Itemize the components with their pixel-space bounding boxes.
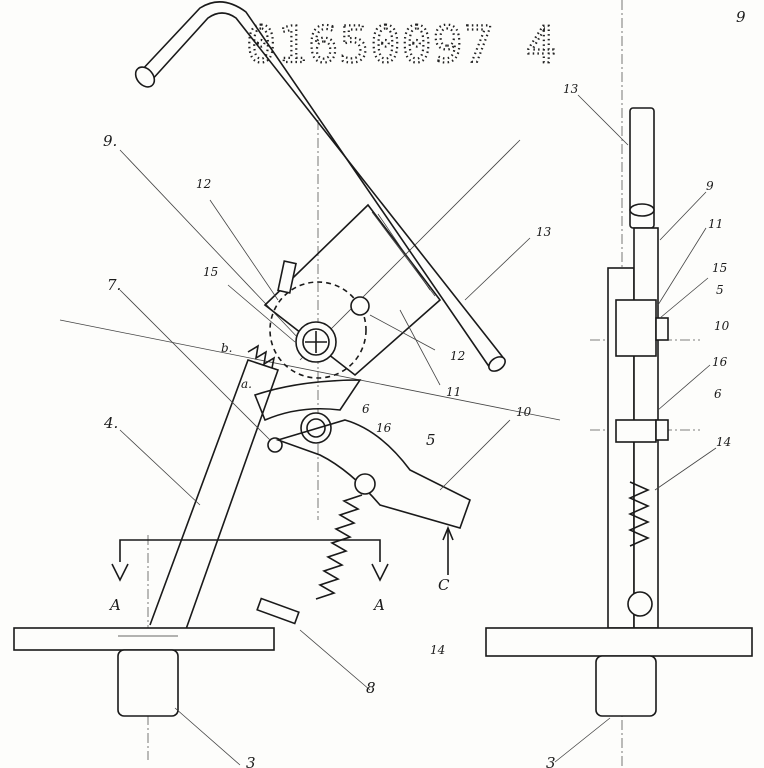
base-spigot xyxy=(117,649,179,717)
leader-15-side xyxy=(659,277,709,319)
label-3-side: 3 xyxy=(546,754,556,768)
leader-13 xyxy=(464,237,531,301)
page-number: 9 xyxy=(736,8,746,26)
label-11: 11 xyxy=(446,385,461,399)
label-8: 8 xyxy=(366,679,376,697)
leader-8 xyxy=(299,629,371,691)
main-column xyxy=(149,358,280,633)
compression-spring xyxy=(315,494,363,600)
section-arrow xyxy=(111,563,129,582)
spring-side xyxy=(628,481,650,547)
leader-3-side xyxy=(554,717,611,763)
base-plate xyxy=(13,627,275,651)
leader-9-side xyxy=(659,191,707,241)
leader-3 xyxy=(174,707,241,766)
leader-15 xyxy=(227,284,296,343)
label-5-side: 5 xyxy=(716,283,724,297)
label-6: 6 xyxy=(362,402,370,416)
label-10-side: 10 xyxy=(714,319,730,333)
base-plate-side xyxy=(485,627,753,657)
label-11-side: 11 xyxy=(708,217,723,231)
label-a-left: A xyxy=(108,596,121,614)
label-12: 12 xyxy=(196,177,211,191)
label-9-side: 9 xyxy=(706,179,714,193)
leader-10 xyxy=(439,419,511,491)
spring-anchor-side xyxy=(627,591,653,617)
side-view: 13 9 11 15 5 10 16 6 14 3 xyxy=(485,0,753,768)
pedal-lever xyxy=(275,419,471,529)
pivot-pin-6 xyxy=(655,419,669,441)
pivot-pin-5 xyxy=(655,317,669,341)
leader-11-side xyxy=(657,227,707,306)
label-10: 10 xyxy=(516,405,532,419)
stop-pin xyxy=(267,437,283,453)
leader-11 xyxy=(399,309,441,386)
label-15-side: 15 xyxy=(712,261,727,275)
label-15: 15 xyxy=(203,265,218,279)
label-5: 5 xyxy=(426,431,436,449)
handle-end-cap xyxy=(134,66,156,88)
label-b: b. xyxy=(221,341,233,355)
leader-13-side xyxy=(577,94,629,146)
label-16: 16 xyxy=(376,421,392,435)
leader-12 xyxy=(209,199,279,301)
leader-7 xyxy=(119,289,271,441)
handle-tube-edge xyxy=(139,1,491,369)
pivot-16-ring xyxy=(306,418,326,438)
leader-12r xyxy=(369,314,436,351)
spring-anchor xyxy=(354,473,376,495)
pivot-block-15 xyxy=(615,299,657,357)
label-a: a. xyxy=(241,377,252,391)
label-14: 14 xyxy=(430,643,445,657)
pivot-block-16 xyxy=(615,419,657,443)
label-a-right: A xyxy=(372,596,385,614)
upper-housing xyxy=(263,203,442,377)
pin-12 xyxy=(277,260,297,294)
handle-tube xyxy=(149,12,506,361)
construction-line xyxy=(59,319,561,421)
section-arrow xyxy=(371,563,389,582)
label-14-side: 14 xyxy=(716,435,731,449)
label-6-side: 6 xyxy=(714,387,722,401)
ratchet-teeth xyxy=(247,344,276,369)
pin-12-right xyxy=(350,296,370,316)
label-7: 7. xyxy=(107,276,121,294)
label-12-right: 12 xyxy=(450,349,465,363)
leader-4 xyxy=(119,429,201,506)
adjust-screw-8 xyxy=(256,597,300,625)
leader-14-side xyxy=(654,447,717,491)
base-spigot-side xyxy=(595,655,657,717)
latch-lever xyxy=(253,379,362,422)
section-line-a-a xyxy=(119,539,381,562)
pivot-15-ring xyxy=(302,328,330,356)
front-view: 9. 12 15 7. 13 12 11 b. a. 6 16 5 10 4. … xyxy=(13,1,561,768)
hatching xyxy=(377,213,431,291)
label-9: 9. xyxy=(103,132,117,150)
handle-end-cap xyxy=(488,356,506,372)
label-16-side: 16 xyxy=(712,355,728,369)
force-arrow-head xyxy=(442,525,454,541)
tube-cap xyxy=(629,203,655,217)
label-3: 3 xyxy=(246,754,256,768)
label-13: 13 xyxy=(536,225,552,239)
label-13-side: 13 xyxy=(563,82,579,96)
document-number: 01650097 4 xyxy=(246,16,557,74)
leader-16-side xyxy=(657,364,711,411)
label-c: C xyxy=(438,576,450,594)
pivot-circle xyxy=(269,281,367,379)
label-4: 4. xyxy=(103,414,118,432)
